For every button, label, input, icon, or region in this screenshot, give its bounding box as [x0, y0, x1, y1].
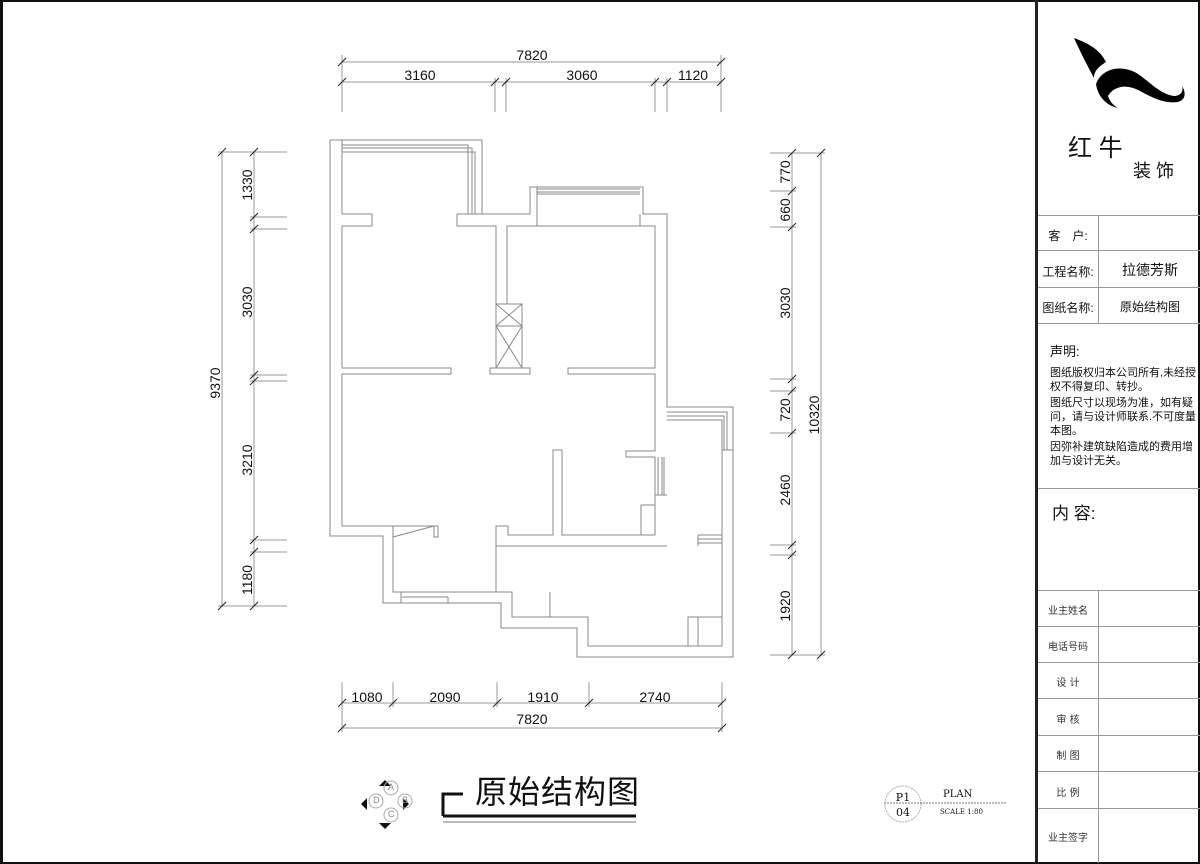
- dim-bottom-total: 7820: [516, 711, 548, 727]
- dim-bottom-3: 1910: [527, 689, 559, 705]
- dim-top-total: 7820: [516, 47, 548, 63]
- drawing-name-row: 图纸名称: 原始结构图: [1038, 287, 1200, 324]
- dimension-ticks: [217, 57, 826, 733]
- plan-name: PLAN: [943, 789, 973, 800]
- project-value: 拉德芳斯: [1098, 251, 1200, 288]
- plan-sheet: P1: [895, 791, 911, 804]
- drawing-title: 原始结构图: [475, 774, 641, 810]
- design-label: 设 计: [1056, 678, 1080, 689]
- phone-label: 电话号码: [1048, 642, 1088, 653]
- title-block: 红 牛 装 饰 客 户: 工程名称: 拉德芳斯 图纸名称: 原始结构图 声明: …: [1035, 0, 1200, 863]
- walls: [329, 139, 734, 658]
- phone-value[interactable]: [1098, 627, 1200, 663]
- dim-top-3: 1120: [677, 67, 709, 83]
- drafting-row: 制 图: [1038, 735, 1200, 772]
- compass-letter-b: B: [402, 795, 409, 805]
- phone-row: 电话号码: [1038, 626, 1200, 663]
- notice-3: 因弥补建筑缺陷造成的费用增加与设计无关。: [1050, 441, 1193, 467]
- owner-name-value[interactable]: [1098, 591, 1200, 627]
- client-label: 客 户:: [1048, 229, 1088, 243]
- plan-scale: SCALE 1:80: [940, 808, 983, 816]
- notice-1: 图纸版权归本公司所有,未经授权不得复印、转抄。: [1050, 367, 1197, 393]
- notice-2: 图纸尺寸以现场为准，如有疑问，请与设计师联系.不可度量本图。: [1050, 397, 1197, 437]
- dim-bottom-1: 1080: [351, 689, 383, 705]
- drawing-name-value: 原始结构图: [1098, 288, 1200, 324]
- client-value: [1098, 216, 1200, 251]
- content-section: 内 容:: [1038, 488, 1200, 591]
- drawing-name-label: 图纸名称:: [1042, 301, 1094, 315]
- client-row: 客 户:: [1038, 215, 1200, 251]
- project-label: 工程名称:: [1042, 265, 1094, 279]
- scale-value[interactable]: [1098, 772, 1200, 809]
- brand-logo-icon: [1074, 38, 1185, 108]
- drafting-label: 制 图: [1056, 751, 1080, 762]
- dim-top-2: 3060: [566, 67, 598, 83]
- compass-letter-c: C: [388, 809, 395, 819]
- dim-bottom-2: 2090: [429, 689, 461, 705]
- dim-top-1: 3160: [404, 67, 436, 83]
- brand-name: 红 牛: [1068, 135, 1123, 162]
- content-label: 内 容:: [1052, 504, 1096, 523]
- scale-label: 比 例: [1056, 788, 1080, 799]
- brand-tagline: 装 饰: [1133, 161, 1175, 181]
- drafting-value[interactable]: [1098, 736, 1200, 772]
- compass-letter-d: D: [373, 795, 380, 805]
- owner-signature-label: 业主签字: [1048, 833, 1088, 844]
- scale-row: 比 例: [1038, 771, 1200, 809]
- review-value[interactable]: [1098, 699, 1200, 736]
- owner-signature-row: 业主签字: [1038, 808, 1200, 863]
- design-row: 设 计: [1038, 662, 1200, 699]
- project-row: 工程名称: 拉德芳斯: [1038, 250, 1200, 288]
- plan-number: 04: [896, 806, 910, 819]
- notice-section: 声明: 图纸版权归本公司所有,未经授权不得复印、转抄。 图纸尺寸以现场为准，如有…: [1038, 323, 1200, 489]
- owner-signature-value[interactable]: [1098, 809, 1200, 863]
- dim-bottom-4: 2740: [639, 689, 671, 705]
- design-value[interactable]: [1098, 663, 1200, 699]
- dimension-lines: [218, 55, 825, 732]
- owner-name-label: 业主姓名: [1048, 606, 1088, 617]
- notice-title: 声明:: [1050, 344, 1080, 359]
- compass-letter-a: A: [388, 782, 395, 792]
- review-row: 审 核: [1038, 698, 1200, 736]
- review-label: 审 核: [1056, 715, 1080, 726]
- owner-name-row: 业主姓名: [1038, 590, 1200, 627]
